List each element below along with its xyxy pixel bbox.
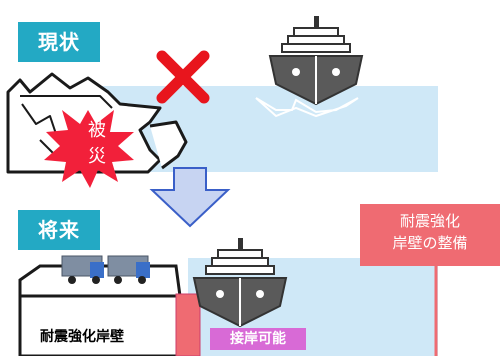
damage-label: 被 災 bbox=[82, 118, 112, 170]
quay-label: 耐震強化岸壁 bbox=[40, 329, 124, 345]
down-arrow-icon bbox=[149, 167, 231, 228]
ship-icon-top bbox=[255, 16, 364, 118]
truck-icon-1 bbox=[61, 255, 104, 284]
ship-icon-bottom bbox=[192, 238, 288, 328]
truck-icon-2 bbox=[107, 255, 150, 284]
quay-improvement-marker bbox=[175, 293, 201, 356]
berthing-label: 接岸可能 bbox=[210, 328, 306, 350]
damage-label-line2: 災 bbox=[88, 146, 106, 167]
damage-burst bbox=[44, 110, 134, 188]
future-label: 将来 bbox=[18, 210, 100, 250]
current-label: 現状 bbox=[18, 22, 100, 62]
improvement-note-line1: 耐震強化 bbox=[399, 212, 460, 230]
cross-icon bbox=[156, 50, 210, 104]
damage-label-line1: 被 bbox=[88, 120, 106, 141]
improvement-note: 耐震強化 岸壁の整備 bbox=[360, 204, 500, 266]
improvement-note-line2: 岸壁の整備 bbox=[392, 234, 468, 252]
